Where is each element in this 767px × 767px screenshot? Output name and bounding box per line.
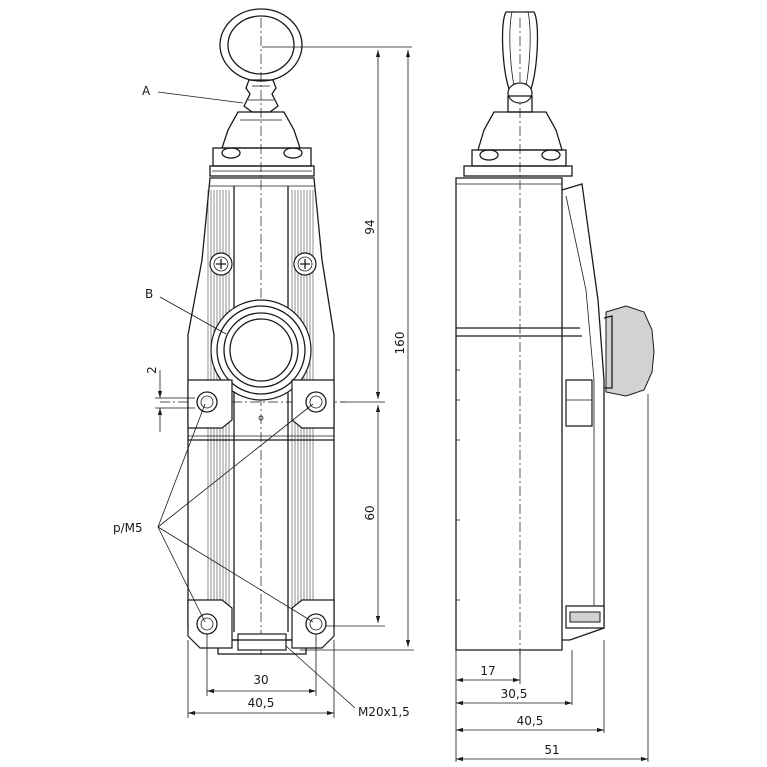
side-view	[455, 11, 655, 655]
label-b: B	[145, 287, 153, 301]
dim-side-51: 51	[544, 743, 559, 757]
mounting-ear-top-left	[187, 379, 233, 429]
text-labels: A B p/M5 M20x1,5 160 94 60 2 30 40,5 17 …	[113, 84, 560, 757]
dim-side-17: 17	[480, 664, 495, 678]
screw-left	[209, 252, 233, 276]
actuator-stem	[209, 79, 315, 177]
dim-width-holes: 30	[253, 673, 268, 687]
front-view	[160, 8, 345, 655]
screw-right	[293, 252, 317, 276]
dim-height-holes: 60	[363, 505, 377, 520]
dim-height-total: 160	[393, 332, 407, 355]
pull-ring	[219, 8, 303, 82]
side-reset-button	[603, 305, 655, 397]
mounting-ear-bottom-right	[291, 599, 335, 649]
side-dimensions	[455, 394, 649, 762]
side-ring	[501, 11, 539, 104]
dim-hole-offset: 2	[145, 366, 159, 374]
dim-side-30-5: 30,5	[501, 687, 528, 701]
mounting-ear-bottom-left	[187, 599, 233, 649]
side-actuator	[463, 95, 573, 177]
dim-side-40-5: 40,5	[517, 714, 544, 728]
dim-height-upper: 94	[363, 219, 377, 234]
label-a: A	[142, 84, 151, 98]
reset-button	[210, 299, 312, 421]
label-thread: M20x1,5	[358, 705, 410, 719]
label-holes: p/M5	[113, 521, 143, 535]
side-housing	[455, 177, 605, 651]
bottom-gland	[237, 633, 287, 651]
front-dimensions	[155, 46, 414, 718]
dim-width-body: 40,5	[248, 696, 275, 710]
